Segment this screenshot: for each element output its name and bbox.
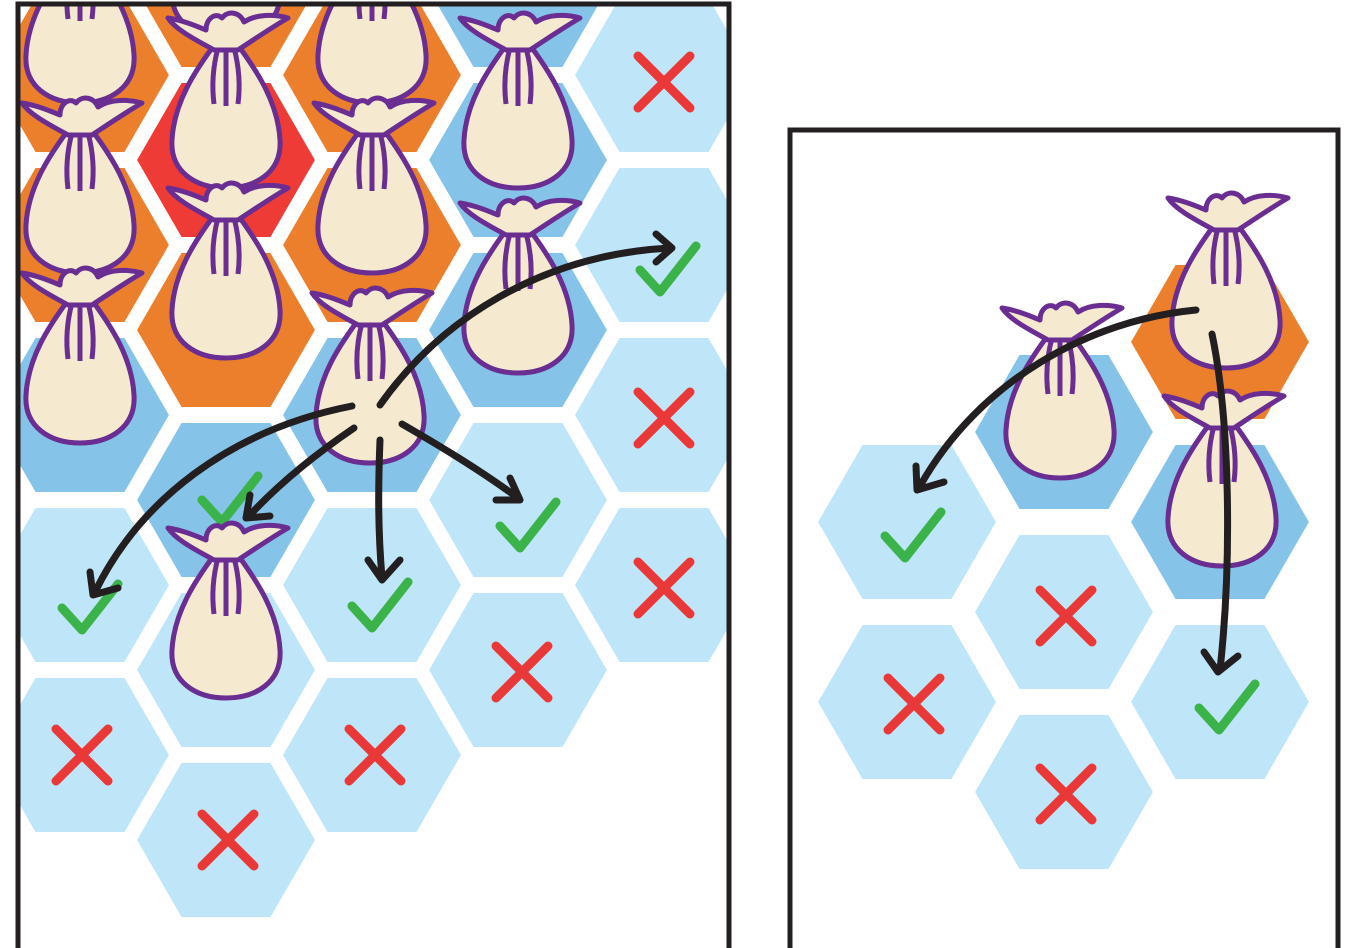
right-hex-grid	[810, 193, 1317, 876]
move-arrow	[375, 436, 386, 582]
arrow-head-icon	[1200, 648, 1242, 676]
arrow-head-icon	[364, 556, 404, 584]
move-arrow	[246, 424, 358, 519]
move-arrow	[91, 402, 356, 596]
right-board-panel	[787, 127, 1341, 948]
right-frame	[787, 127, 1341, 948]
money-bag-icon[interactable]	[314, 0, 434, 103]
left-hex-grid	[0, 0, 761, 924]
moving-money-bag-icon[interactable]	[1168, 193, 1288, 368]
arrow-head-icon	[86, 568, 122, 599]
money-bag-icon[interactable]	[22, 0, 142, 103]
arrow-head-icon	[912, 462, 948, 494]
hex-cell[interactable]	[810, 438, 1004, 606]
move-arrow	[916, 306, 1200, 490]
move-arrow	[398, 420, 522, 502]
arrow-head-icon	[492, 474, 524, 504]
move-arrow	[376, 244, 674, 409]
arrow-head-icon	[242, 491, 274, 522]
left-frame	[15, 1, 732, 948]
move-arrow	[1208, 330, 1232, 674]
left-board-panel	[0, 0, 761, 948]
arrow-head-icon	[652, 230, 676, 266]
